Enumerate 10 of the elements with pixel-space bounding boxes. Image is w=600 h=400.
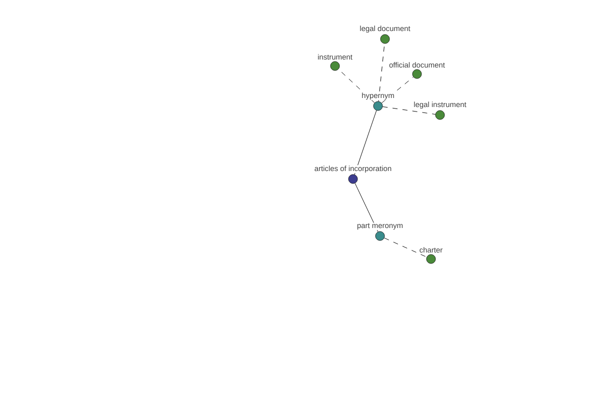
- graph-node: [348, 174, 358, 184]
- graph-node: [375, 231, 385, 241]
- graph-node: [412, 69, 422, 79]
- connector-line: [384, 238, 427, 258]
- connector-line: [382, 106, 436, 115]
- graph-node: [373, 101, 383, 111]
- graph-node: [426, 254, 436, 264]
- graph-node: [330, 61, 340, 71]
- graph-node: [435, 110, 445, 120]
- graph-node: [380, 34, 390, 44]
